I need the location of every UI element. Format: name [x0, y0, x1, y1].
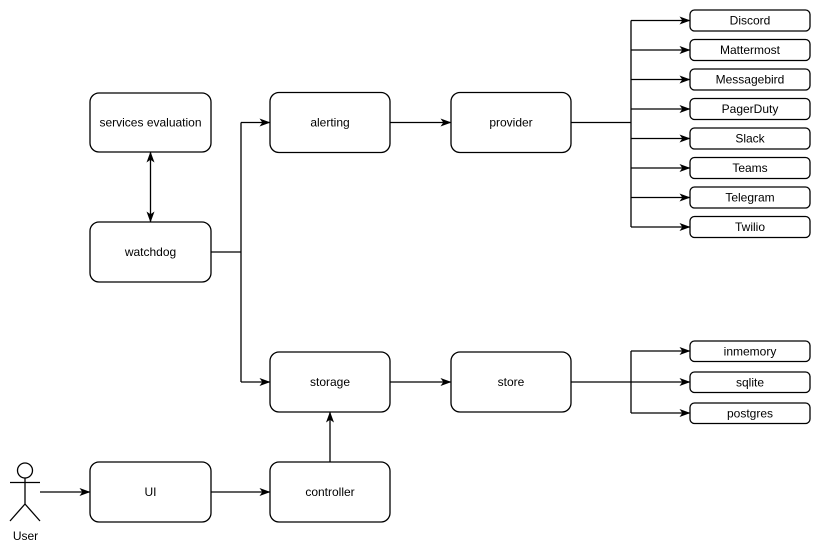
node-controller-label: controller — [305, 485, 354, 499]
node-twilio: Twilio — [689, 215, 811, 239]
node-watchdog-label: watchdog — [124, 245, 176, 259]
node-postgres: postgres — [689, 402, 811, 425]
node-inmemory-label: inmemory — [724, 345, 777, 359]
node-alerting: alerting — [269, 91, 391, 154]
node-telegram-label: Telegram — [725, 191, 774, 205]
node-sqlite-label: sqlite — [736, 376, 764, 390]
node-provider: provider — [450, 91, 572, 154]
node-services-evaluation-label: services evaluation — [99, 116, 201, 130]
node-mattermost: Mattermost — [689, 38, 811, 62]
node-store-label: store — [498, 375, 525, 389]
node-alerting-label: alerting — [310, 116, 349, 130]
node-pagerduty: PagerDuty — [689, 97, 811, 121]
node-ui-label: UI — [145, 485, 157, 499]
node-discord-label: Discord — [730, 14, 771, 28]
user-actor-label: User — [13, 529, 38, 543]
node-slack-label: Slack — [735, 132, 765, 146]
node-twilio-label: Twilio — [735, 220, 765, 234]
node-controller: controller — [269, 461, 391, 523]
node-ui: UI — [89, 461, 212, 523]
edges-layer — [40, 16, 691, 496]
node-inmemory: inmemory — [689, 340, 811, 363]
node-services-evaluation: services evaluation — [89, 92, 212, 153]
node-storage: storage — [269, 351, 391, 413]
node-provider-label: provider — [489, 116, 532, 130]
node-telegram: Telegram — [689, 186, 811, 209]
user-actor-icon — [9, 462, 41, 522]
node-slack: Slack — [689, 127, 811, 150]
node-mattermost-label: Mattermost — [720, 43, 781, 57]
node-messagebird-label: Messagebird — [716, 73, 785, 87]
node-watchdog: watchdog — [89, 221, 212, 283]
node-teams: Teams — [689, 156, 811, 180]
node-discord: Discord — [689, 9, 811, 32]
node-messagebird: Messagebird — [689, 68, 811, 91]
node-postgres-label: postgres — [727, 407, 773, 421]
node-storage-label: storage — [310, 375, 350, 389]
node-store: store — [450, 351, 572, 413]
node-pagerduty-label: PagerDuty — [722, 102, 779, 116]
node-teams-label: Teams — [732, 161, 767, 175]
node-sqlite: sqlite — [689, 371, 811, 394]
